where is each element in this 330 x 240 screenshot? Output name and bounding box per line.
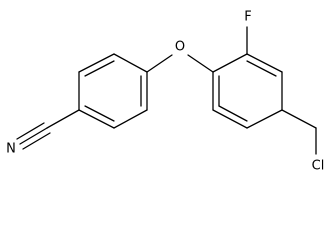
bond <box>281 109 317 129</box>
nitrogen-label: N <box>6 142 16 157</box>
bond <box>212 53 248 73</box>
chlorine-label: Cl <box>312 159 325 174</box>
bond <box>146 54 173 73</box>
oxygen-label: O <box>175 40 185 55</box>
double-bond-inner <box>218 105 248 122</box>
double-bond-inner <box>246 60 277 77</box>
nitrile-group <box>16 109 80 150</box>
double-bond-inner <box>84 105 115 122</box>
double-bond-inner <box>84 60 115 77</box>
bond <box>246 109 283 129</box>
bond <box>246 53 283 73</box>
bond <box>187 54 214 73</box>
ether-linkage <box>146 54 214 73</box>
bond <box>113 109 148 129</box>
bond <box>46 109 80 129</box>
triple-bond <box>16 122 45 140</box>
fluorine-label: F <box>244 10 251 25</box>
fluorophenyl-ring <box>212 53 283 129</box>
chloromethyl-group <box>281 109 317 155</box>
benzonitrile-ring <box>78 53 148 129</box>
structure-diagram: O F N Cl <box>6 10 325 174</box>
triple-bond <box>19 127 48 145</box>
triple-bond <box>22 132 51 150</box>
bond <box>78 53 115 73</box>
bond <box>212 109 248 129</box>
bond <box>78 109 115 129</box>
bond <box>113 53 148 73</box>
